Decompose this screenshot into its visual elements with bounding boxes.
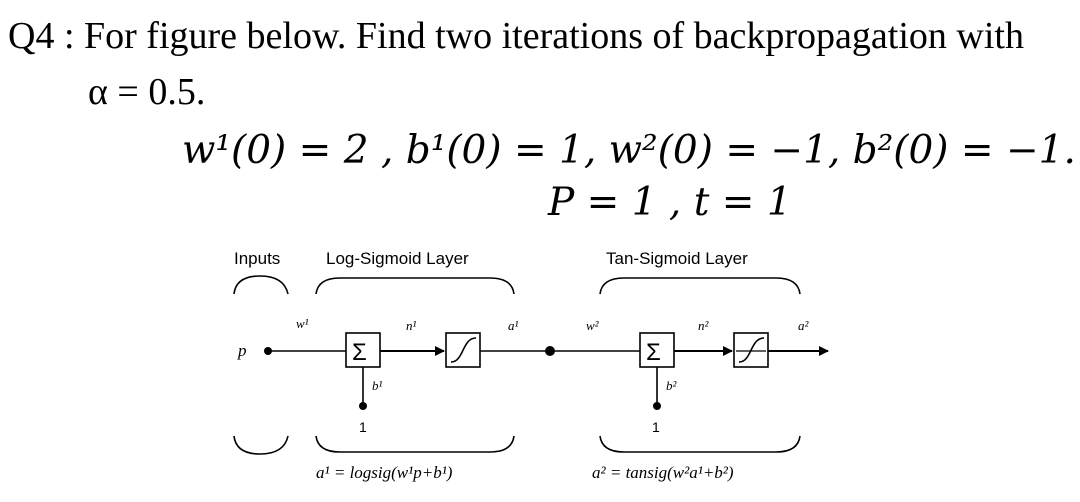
n1-symbol: n¹ <box>406 318 417 333</box>
sum-box-2 <box>639 332 675 368</box>
sum-symbol-1: Σ <box>352 339 367 366</box>
layer1-top-brace <box>315 277 515 295</box>
question-text: For figure below. Find two iterations of… <box>84 15 1024 57</box>
n2-symbol: n² <box>698 318 710 333</box>
layer1-bottom-brace <box>315 435 515 453</box>
sum-symbol-2: Σ <box>646 339 661 366</box>
inputs-bottom-brace <box>233 435 289 455</box>
a2-symbol: a² <box>798 318 810 333</box>
bias-one-2: 1 <box>652 419 660 435</box>
b2-symbol: b² <box>666 378 678 393</box>
bias1-node <box>359 402 367 410</box>
alpha-line: α = 0.5. <box>88 71 206 113</box>
layer2-top-brace <box>599 277 801 295</box>
a1-node <box>545 346 555 356</box>
inputs-label: Inputs <box>234 249 280 268</box>
tan-sigmoid-layer-label: Tan-Sigmoid Layer <box>606 249 748 268</box>
w1-symbol: w¹ <box>296 316 309 331</box>
log-sigmoid-layer-label: Log-Sigmoid Layer <box>326 249 469 268</box>
network-diagram: Inputs Log-Sigmoid Layer Tan-Sigmoid Lay… <box>233 249 829 482</box>
bias2-node <box>653 402 661 410</box>
inputs-top-brace <box>233 275 289 295</box>
question-label: Q4 : <box>8 15 75 57</box>
w2-symbol: w² <box>586 318 600 333</box>
bias-one-1: 1 <box>359 419 367 435</box>
question-line: Q4 : For figure below. Find two iteratio… <box>8 14 1024 58</box>
logsig-icon <box>450 337 477 363</box>
b1-symbol: b¹ <box>372 378 383 393</box>
tansig-icon <box>738 337 765 363</box>
layer1-formula: a¹ = logsig(w¹p+b¹) <box>316 463 453 482</box>
initial-values-equation: w¹(0) = 2 , b¹(0) = 1, w²(0) = −1, b²(0)… <box>182 128 1076 173</box>
input-target-equation: P = 1 , t = 1 <box>548 180 792 225</box>
a1-symbol: a¹ <box>508 318 519 333</box>
layer2-bottom-brace <box>599 435 801 453</box>
input-p-symbol: p <box>237 341 247 360</box>
layer2-formula: a² = tansig(w²a¹+b²) <box>592 463 734 482</box>
